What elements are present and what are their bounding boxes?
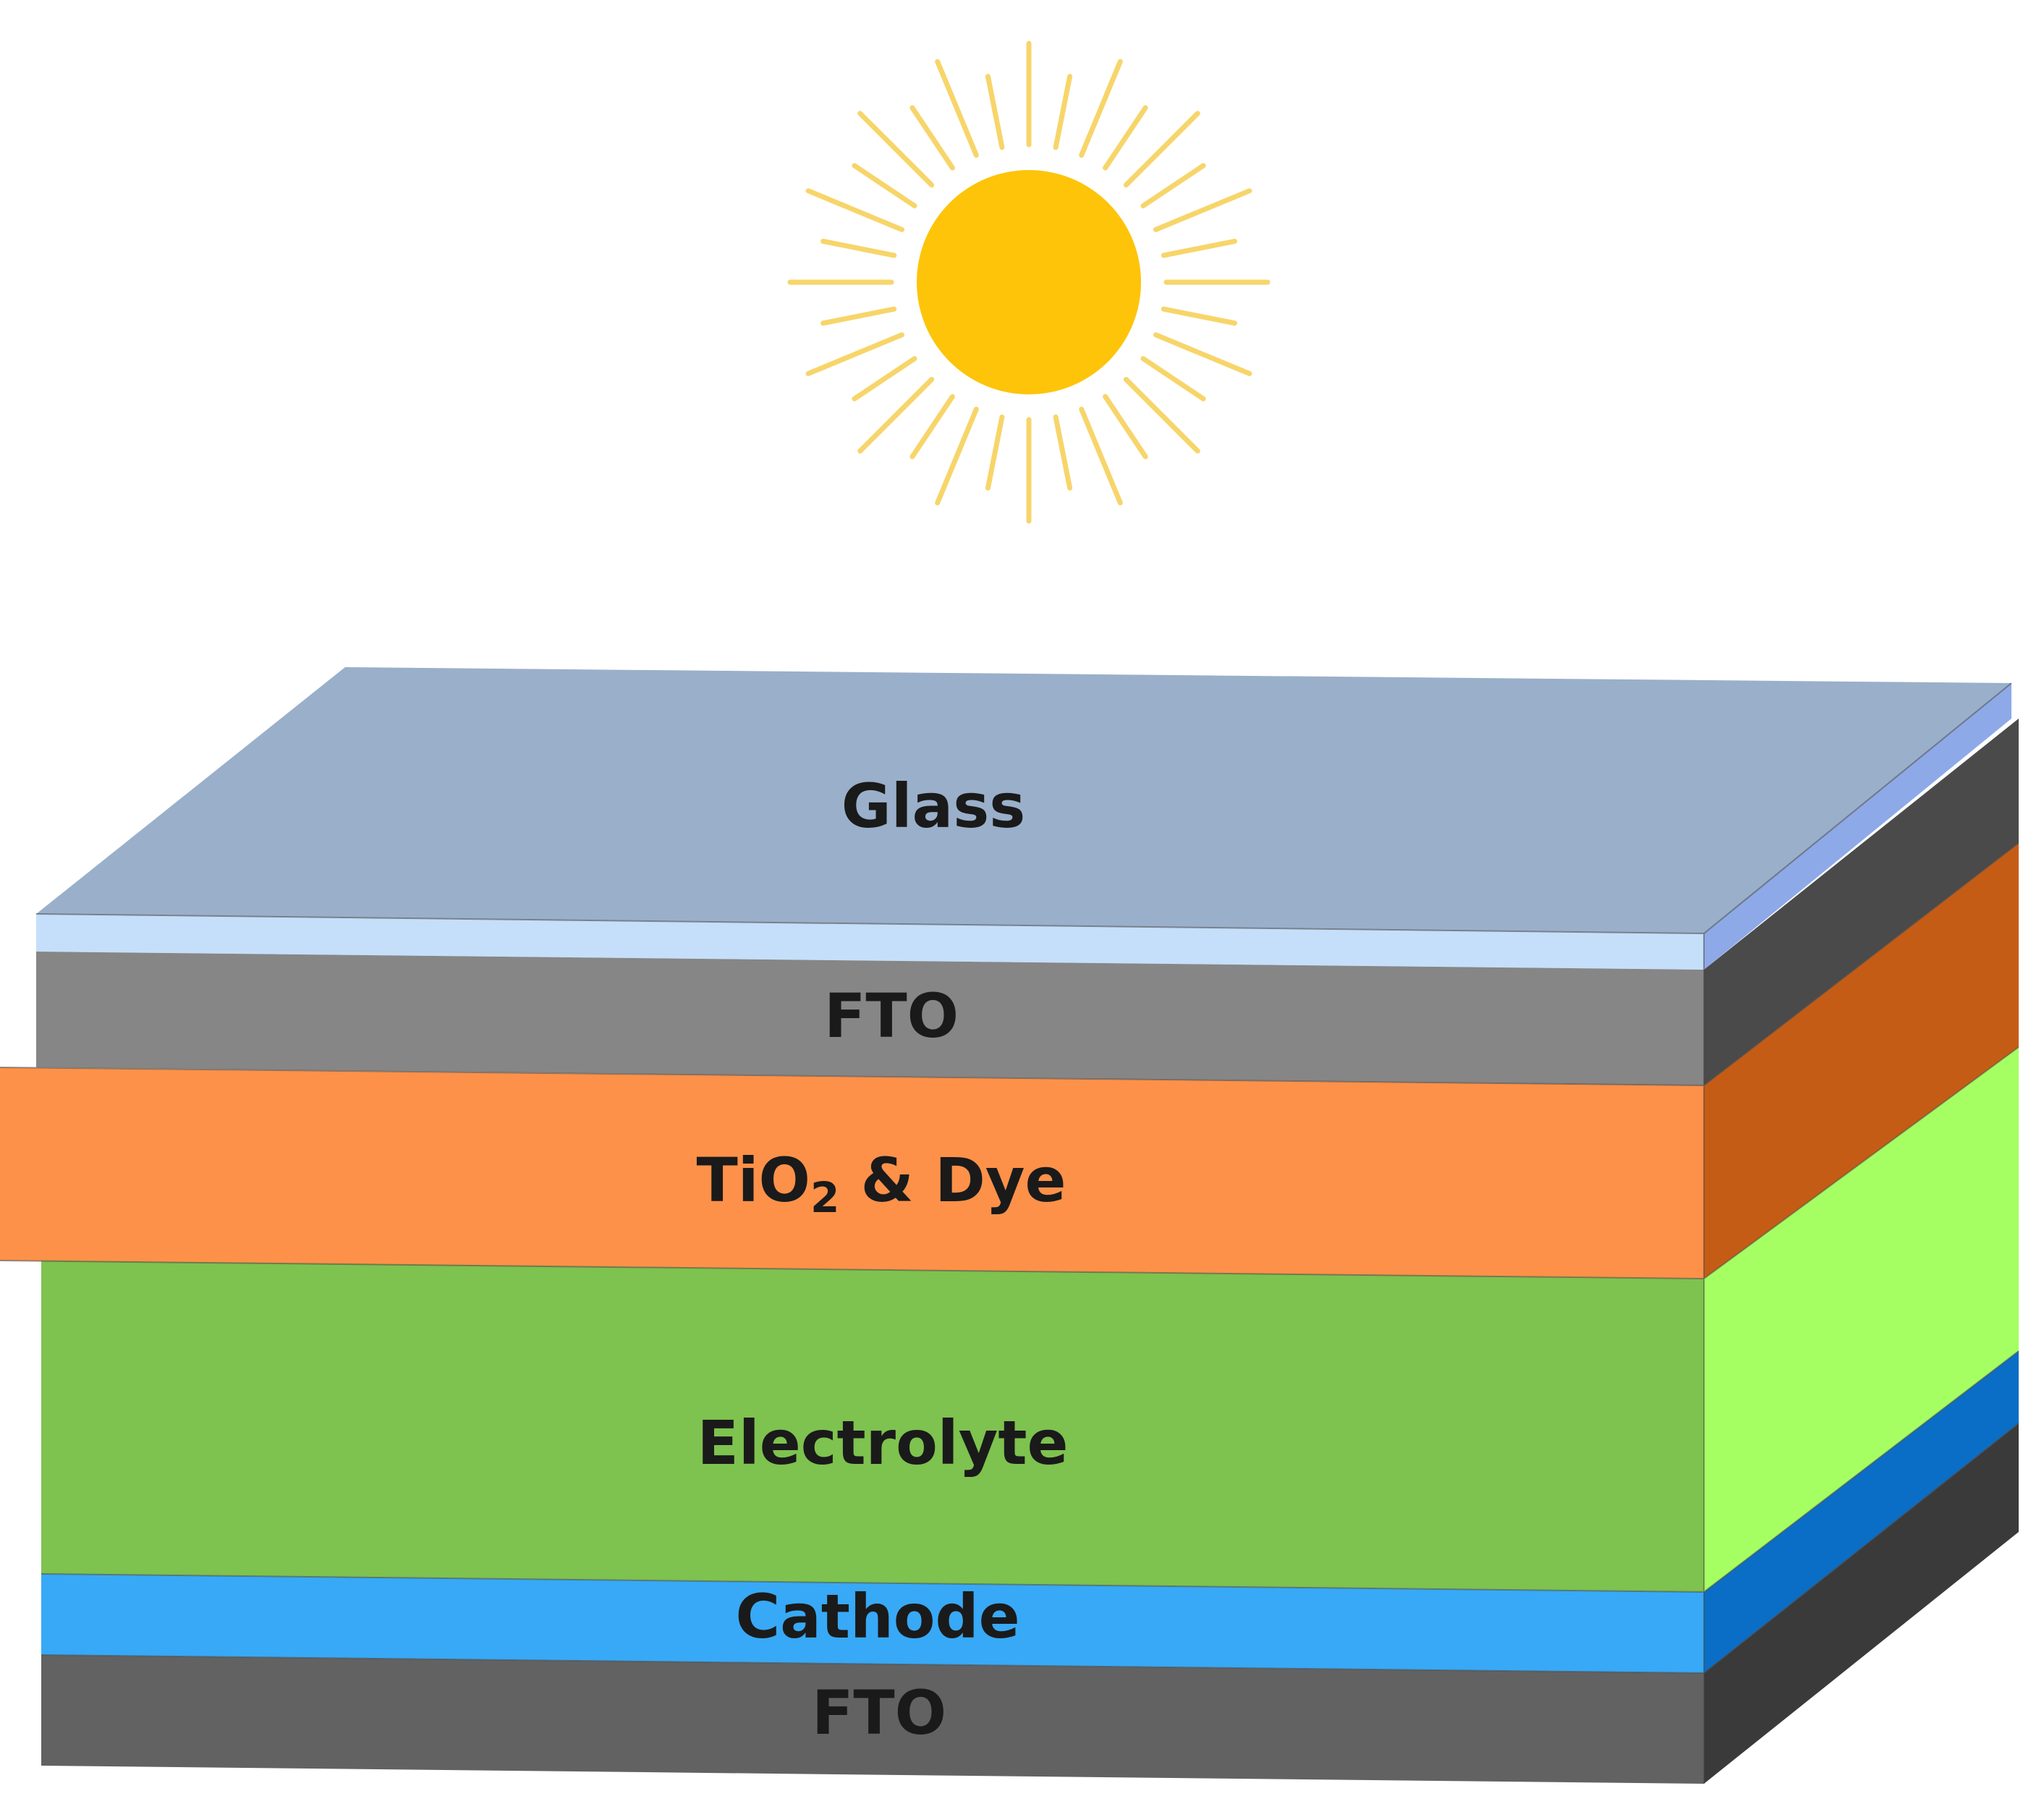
tio2-label-suffix: & Dye (839, 1145, 1066, 1216)
sun-ray (985, 74, 1005, 151)
layer-tio2-dye: TiO2 & Dye (0, 843, 2019, 1279)
fto-top-front-face (36, 952, 1704, 1085)
sun-ray (1140, 163, 1206, 208)
fto-bottom-side-face (1704, 1423, 2019, 1784)
sun-ray (857, 111, 935, 188)
sun-ray (1140, 356, 1206, 402)
sun-ray (1161, 238, 1237, 258)
cathode-side-face (1704, 1351, 2019, 1673)
fto-top-side-face (1704, 719, 2019, 1085)
fto-bottom-front-face (41, 1655, 1704, 1784)
sun-ray (1153, 332, 1252, 376)
sun-ray (909, 394, 955, 460)
sun-icon (787, 41, 1271, 524)
glass-side-face (1704, 683, 2011, 970)
layer-fto-bottom: FTO (41, 1423, 2019, 1784)
sun-ray (1161, 306, 1237, 326)
edge-cathode-fto (41, 1423, 2019, 1674)
layer-glass: Glass (36, 667, 2011, 970)
sun-ray (857, 376, 935, 454)
layer-label-electrolyte: Electrolyte (697, 1407, 1069, 1478)
sun-ray (805, 332, 904, 376)
sun-ray (852, 356, 917, 402)
tio2-front-face (0, 1067, 1704, 1279)
sun-ray (820, 306, 897, 326)
cathode-front-face (41, 1574, 1704, 1673)
edge-tio2-electrolyte (0, 1046, 2019, 1280)
sun-ray (1103, 105, 1148, 171)
layer-label-fto-bottom: FTO (812, 1677, 946, 1748)
sun-ray (852, 163, 917, 208)
layer-edges (0, 682, 2019, 1784)
layer-electrolyte: Electrolyte (41, 1047, 2019, 1592)
sun-ray (1079, 59, 1123, 158)
sun-ray (935, 407, 979, 506)
sun-ray (820, 238, 897, 258)
sun-ray (985, 414, 1005, 491)
sun-core (917, 170, 1141, 394)
layer-label-cathode: Cathode (735, 1581, 1019, 1652)
sun-ray (935, 59, 979, 158)
sun-ray (1123, 111, 1200, 188)
sun-ray (1079, 407, 1123, 506)
glass-front-face (36, 914, 1704, 970)
layer-label-fto-top: FTO (824, 981, 959, 1051)
sun-ray (805, 188, 904, 232)
electrolyte-front-face (41, 1261, 1704, 1592)
sun-rays (787, 41, 1271, 524)
edge-electrolyte-cathode (41, 1350, 2019, 1593)
layer-cathode: Cathode (41, 1351, 2019, 1673)
sun-ray (1153, 188, 1252, 232)
layer-label-tio2-dye: TiO2 & Dye (696, 1145, 1066, 1222)
sun-ray (1123, 376, 1200, 454)
tio2-label-base: TiO (696, 1145, 810, 1216)
sun-ray (1053, 414, 1073, 491)
sun-ray (1103, 394, 1148, 460)
layer-fto-top: FTO (36, 719, 2019, 1085)
edge-fto-tio2 (0, 842, 2019, 1087)
layer-label-glass: Glass (841, 771, 1025, 842)
tio2-side-face (1704, 843, 2019, 1279)
electrolyte-side-face (1704, 1047, 2019, 1592)
glass-top-face (36, 667, 2011, 933)
sun-ray (1053, 74, 1073, 151)
sun-ray (909, 105, 955, 171)
tio2-label-subscript: 2 (810, 1173, 839, 1222)
